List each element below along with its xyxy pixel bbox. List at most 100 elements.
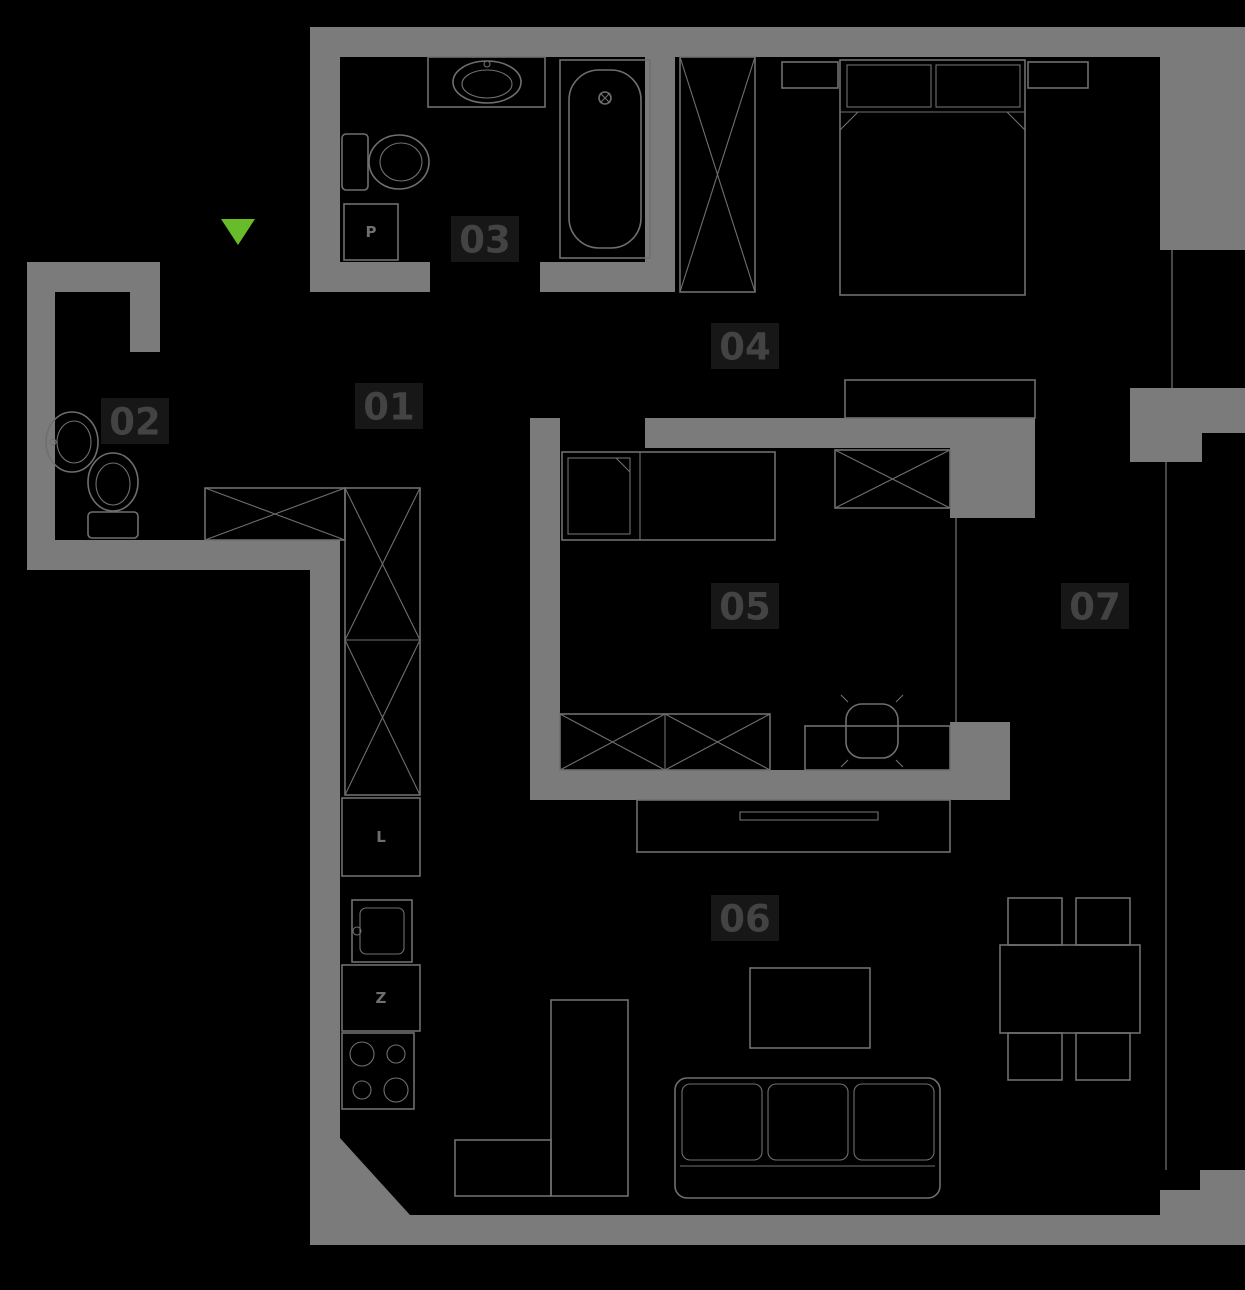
- room-label-06-text: 06: [719, 898, 771, 941]
- wc-sink: [45, 411, 99, 473]
- wall-bottom: [400, 1215, 1190, 1245]
- hall-kitchen-01: L Z: [204, 487, 421, 1110]
- wc-sink-faucet-icon: [49, 438, 57, 446]
- wc-toilet-bowl: [87, 452, 139, 512]
- vanity-counter: [427, 56, 546, 108]
- wc-02: [45, 411, 139, 539]
- wall-room05-left: [530, 448, 560, 770]
- bathroom-03: P: [341, 56, 651, 261]
- wall-left-lower: [310, 540, 340, 1140]
- dining-chair-4: [1075, 1032, 1131, 1081]
- wall-room05-top-left-stub: [530, 418, 560, 448]
- desk-chair-tick-1: [840, 694, 849, 703]
- pillow-left: [846, 64, 932, 108]
- room-label-06: 06: [711, 895, 779, 941]
- nightstand-right: [1027, 61, 1089, 89]
- blanket-fold-right: [1006, 111, 1026, 131]
- stove: [341, 1032, 415, 1110]
- room-label-04-text: 04: [719, 326, 771, 369]
- coffee-table: [749, 967, 871, 1049]
- fridge: [341, 797, 421, 877]
- wardrobe-05-x2: [834, 449, 951, 509]
- room-labels: 01 02 03 04 05 06 07: [101, 216, 1129, 941]
- dining-table: [999, 944, 1141, 1034]
- wardrobe-04-low: [844, 379, 1036, 419]
- washbasin-faucet-icon: [483, 60, 491, 68]
- wall-room05-pier-top: [950, 418, 1035, 518]
- room-label-05: 05: [711, 583, 779, 629]
- toilet-tank: [341, 133, 369, 191]
- wall-room05-pier-bottom: [950, 722, 1010, 800]
- bedroom-04: [679, 56, 1089, 419]
- desk: [804, 725, 951, 771]
- desk-chair-tick-4: [895, 759, 904, 768]
- dining-chair-2: [1075, 897, 1131, 946]
- room-label-05-bg: [711, 583, 779, 629]
- stove-burner-3: [352, 1080, 372, 1100]
- kitchen-sink-faucet-icon: [352, 926, 362, 936]
- wall-wc-top: [27, 262, 160, 292]
- dining-chair-1: [1007, 897, 1063, 946]
- bathtub-faucet-icon: [598, 91, 612, 105]
- wall-top: [310, 27, 1190, 57]
- wall-pier-right: [1130, 388, 1245, 462]
- sofa-cushion-1: [681, 1083, 763, 1161]
- room-label-07: 07: [1061, 583, 1129, 629]
- wall-room05-bottom: [530, 770, 955, 800]
- wardrobe-05: [834, 449, 951, 509]
- wall-corner-top-right: [1160, 27, 1245, 250]
- room-label-03-bg: [451, 216, 519, 262]
- bathtub: [559, 59, 651, 259]
- room-label-02: 02: [101, 398, 169, 444]
- room-label-01-text: 01: [363, 386, 415, 429]
- tv-set: [739, 811, 879, 821]
- sofa: [674, 1077, 941, 1199]
- kitchen-sink-unit: [351, 899, 413, 963]
- wardrobe-04-nook: [679, 56, 756, 293]
- single-bed-pillow: [567, 457, 631, 535]
- hall-wardrobe-h-x2: [204, 487, 346, 541]
- drawer-unit-x2: [559, 713, 666, 771]
- wall-wc-left: [27, 262, 55, 570]
- hall-wardrobe-v-x4: [344, 639, 421, 796]
- washbasin-inner: [461, 69, 513, 99]
- wc-toilet-tank: [87, 511, 139, 539]
- hall-wardrobe-v-x2: [344, 487, 421, 641]
- wardrobe-04-nook-x2: [679, 56, 756, 293]
- desk-chair-tick-2: [895, 694, 904, 703]
- wall-wc-bottom: [27, 540, 340, 570]
- tall-cabinet: [550, 999, 629, 1197]
- wall-bottom-left-chamfer: [310, 1138, 410, 1245]
- wall-bathroom-bottom-left: [310, 262, 430, 292]
- tv-console: [636, 799, 951, 853]
- nightstand-left: [781, 61, 839, 89]
- drawer-unit-x4: [664, 713, 771, 771]
- fridge-letter: L: [376, 828, 386, 846]
- side-cabinet: [454, 1139, 552, 1197]
- pillow-right: [935, 64, 1021, 108]
- room-label-03-text: 03: [459, 219, 511, 262]
- kitchen-sink-basin: [359, 907, 405, 955]
- hall-wardrobe-vertical: [344, 487, 421, 796]
- windows: [955, 250, 1173, 1170]
- room-label-02-bg: [101, 398, 169, 444]
- wall-wc-door-stub: [130, 292, 160, 352]
- stove-burner-1: [349, 1041, 375, 1067]
- room-label-02-text: 02: [109, 401, 161, 444]
- room-label-07-bg: [1061, 583, 1129, 629]
- wall-bathroom-left: [310, 27, 340, 292]
- desk-chair-tick-3: [840, 759, 849, 768]
- room-label-06-bg: [711, 895, 779, 941]
- stove-burner-2: [386, 1044, 406, 1064]
- room-label-03: 03: [451, 216, 519, 262]
- toilet-bowl-inner: [379, 142, 423, 182]
- dishwasher-letter: Z: [376, 989, 387, 1007]
- dining-chair-3: [1007, 1032, 1063, 1081]
- bathtub-inner: [568, 69, 642, 249]
- room-label-05-text: 05: [719, 586, 771, 629]
- dishwasher: [341, 964, 421, 1032]
- room-label-04: 04: [711, 323, 779, 369]
- wc-sink-inner: [56, 420, 92, 464]
- toilet-bowl: [368, 134, 430, 190]
